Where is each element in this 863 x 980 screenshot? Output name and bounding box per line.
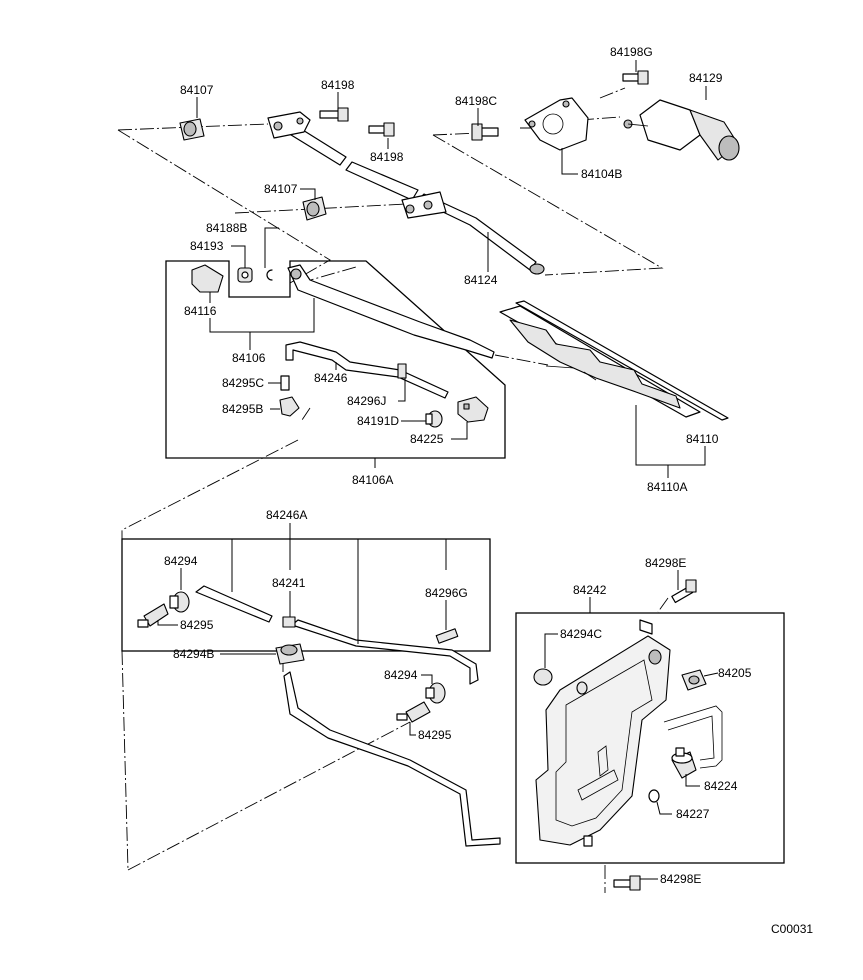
- label-84198-b: 84198: [370, 150, 404, 164]
- label-84110a: 84110A: [647, 480, 687, 494]
- nozzle-84295c: [280, 375, 290, 391]
- bolt-84198c: [471, 123, 499, 141]
- bolt-84298e-bottom: [613, 875, 641, 891]
- label-84198-a: 84198: [321, 78, 355, 92]
- label-84227: 84227: [676, 807, 710, 821]
- hose-assembly-84246a: [195, 585, 501, 847]
- label-84295c: 84295C: [222, 376, 264, 390]
- label-84104b: 84104B: [581, 167, 622, 181]
- label-84106: 84106: [232, 351, 266, 365]
- pump-84224: [671, 747, 697, 779]
- box-84246a: [121, 538, 491, 652]
- label-84241: 84241: [272, 576, 306, 590]
- label-84198c: 84198C: [455, 94, 497, 108]
- label-84107-mid: 84107: [264, 182, 298, 196]
- label-84296g: 84296G: [425, 586, 468, 600]
- figure-code: C00031: [771, 922, 813, 936]
- pivot-bracket-top: [267, 111, 311, 139]
- wiper-blade-84110: [499, 300, 729, 421]
- label-84295-left: 84295: [180, 618, 214, 632]
- clip-84296g: [435, 628, 459, 644]
- wiper-arm-84106: [287, 264, 495, 359]
- grommet-84294b: [275, 643, 305, 665]
- pin-84191d: [425, 410, 443, 428]
- label-84225: 84225: [410, 432, 444, 446]
- bushing-84107-top: [179, 118, 205, 141]
- label-84294-right: 84294: [384, 668, 418, 682]
- label-84296j: 84296J: [347, 394, 386, 408]
- bushing-84107-mid: [302, 196, 327, 221]
- label-84246: 84246: [314, 371, 348, 385]
- nozzle-84295-left: [137, 603, 169, 628]
- label-84294c: 84294C: [560, 627, 602, 641]
- washer-84188b: [266, 269, 273, 281]
- label-84116: 84116: [184, 304, 217, 318]
- nozzle-84294-right: [425, 682, 446, 704]
- grommet-84294c: [533, 668, 553, 686]
- label-84295-right: 84295: [418, 728, 452, 742]
- joint-84241: [282, 616, 296, 628]
- label-84298e-top: 84298E: [645, 556, 686, 570]
- cover-84116: [191, 264, 224, 293]
- label-84193: 84193: [190, 239, 224, 253]
- wiper-motor-84129: [623, 99, 740, 161]
- label-84198g: 84198G: [610, 45, 653, 59]
- pump-hose: [663, 705, 723, 769]
- label-84191d: 84191D: [357, 414, 399, 428]
- part-labels: 84107 84198 84198 84107 84188B 84193 841…: [164, 45, 813, 936]
- cap-84225: [457, 396, 489, 423]
- box-84242: [515, 612, 785, 864]
- label-84242: 84242: [573, 583, 607, 597]
- label-84224: 84224: [704, 779, 738, 793]
- nozzle-84294-left: [169, 591, 190, 613]
- bolt-84198-b: [368, 122, 395, 137]
- bolt-84198-a: [319, 107, 349, 122]
- nozzle-84295-right: [396, 701, 431, 723]
- motor-bracket-84104b: [524, 97, 589, 151]
- label-84246a: 84246A: [266, 508, 307, 522]
- label-84124: 84124: [464, 273, 498, 287]
- joint-84295b: [279, 396, 300, 417]
- label-84295b: 84295B: [222, 402, 263, 416]
- bolt-84198g: [622, 70, 649, 85]
- label-84298e-bottom: 84298E: [660, 872, 701, 886]
- label-84110: 84110: [686, 432, 719, 446]
- bolt-84298e-top: [671, 579, 697, 604]
- nut-84193: [237, 267, 253, 283]
- leader-lines: [157, 60, 719, 880]
- label-84106a: 84106A: [352, 473, 393, 487]
- grommet-84205: [681, 669, 707, 691]
- label-84205: 84205: [718, 666, 752, 680]
- hose-84246: [285, 341, 449, 399]
- washer-tank-84242: [535, 619, 671, 847]
- seal-84227: [648, 789, 660, 803]
- reference-lines: [117, 87, 669, 893]
- label-84107-top: 84107: [180, 83, 214, 97]
- label-84188b: 84188B: [206, 221, 247, 235]
- label-84129: 84129: [689, 71, 723, 85]
- label-84294-left: 84294: [164, 554, 198, 568]
- label-84294b: 84294B: [173, 647, 214, 661]
